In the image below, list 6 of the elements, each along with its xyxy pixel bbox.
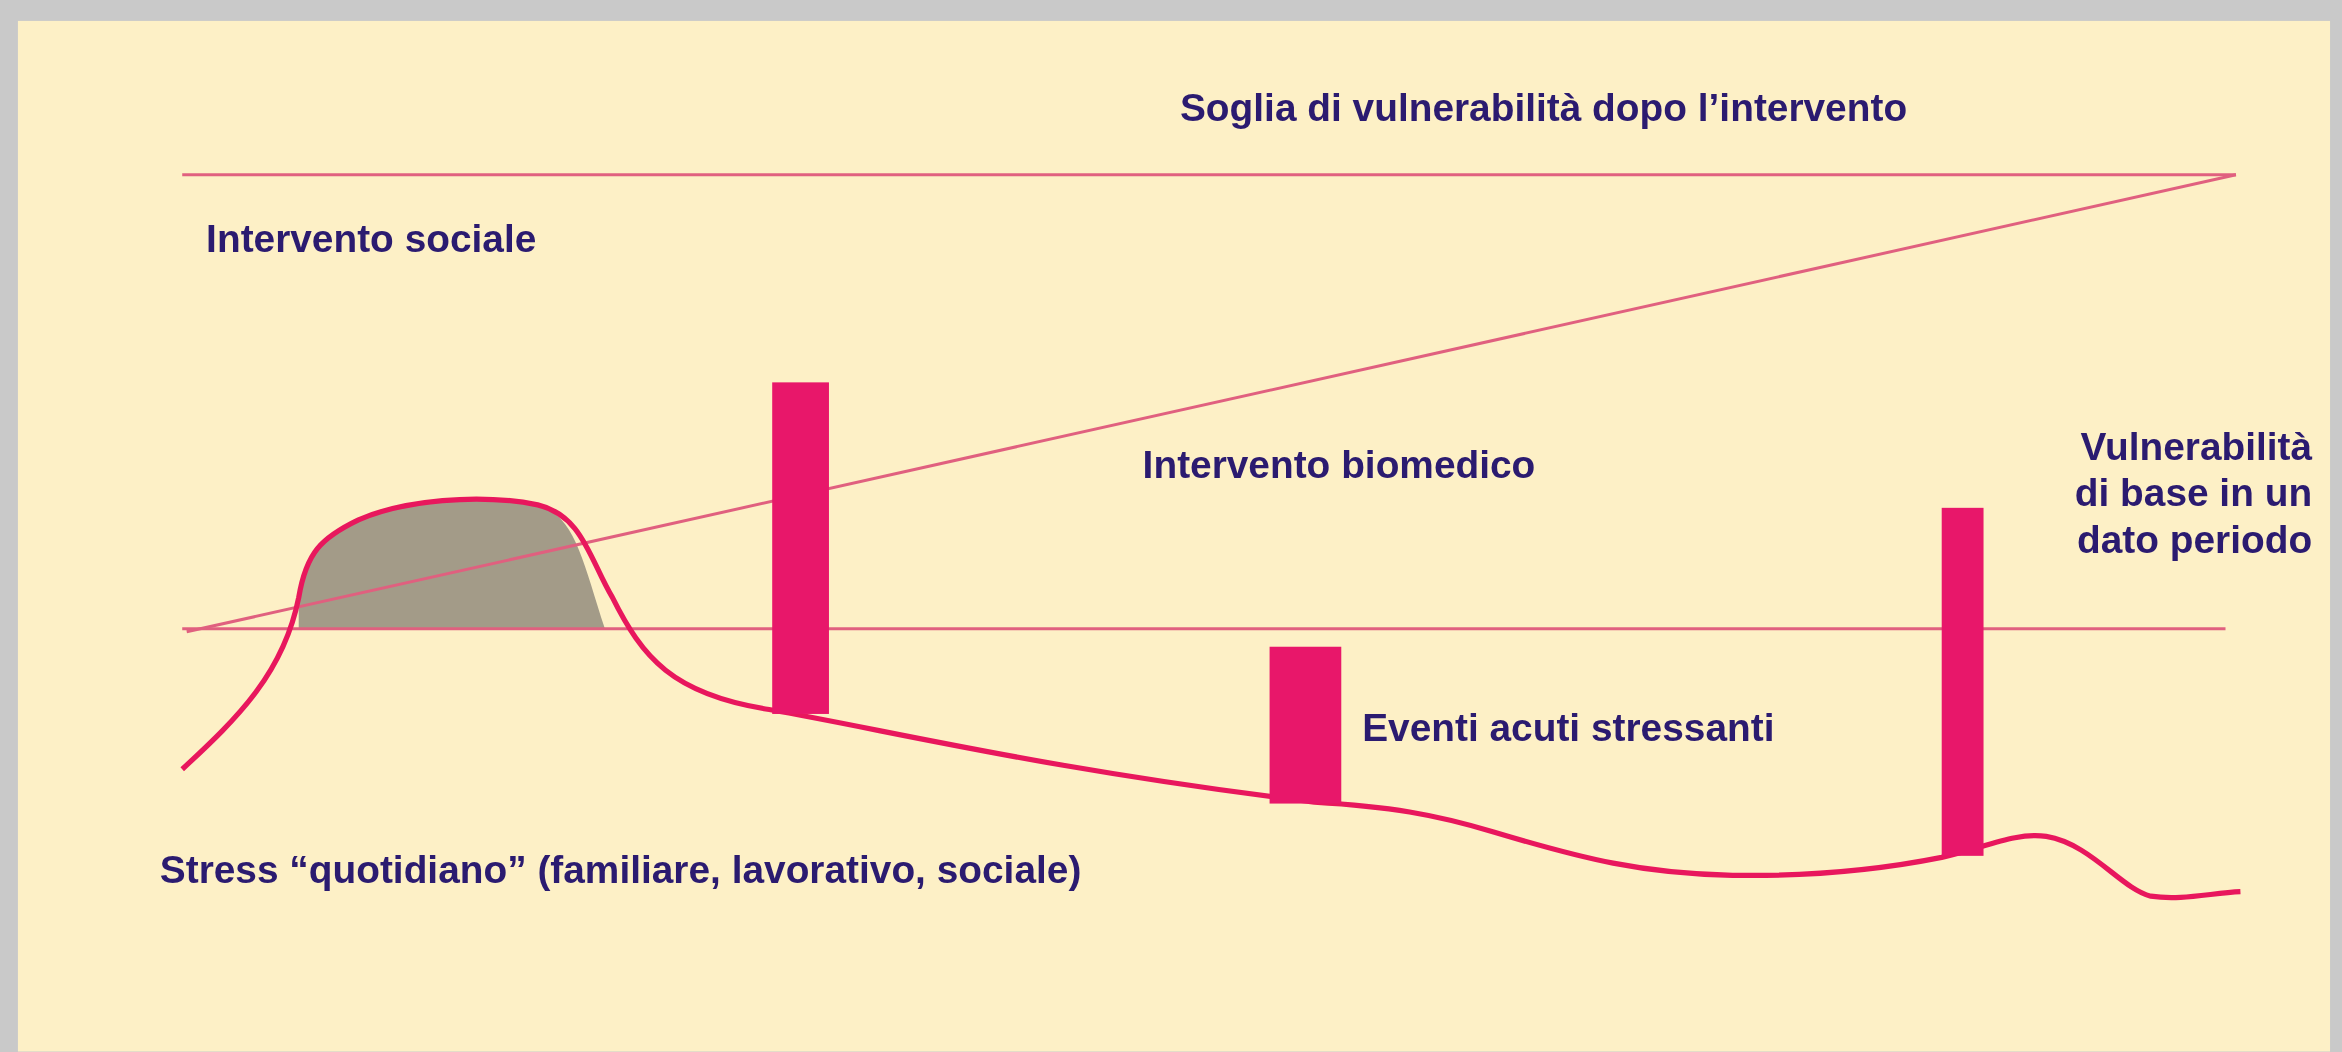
- threshold-label: Soglia di vulnerabilità dopo l’intervento: [1179, 85, 1908, 132]
- vulnerability-label: Vulnerabilità di base in un dato periodo: [2073, 424, 2313, 564]
- intervention-label: Intervento sociale: [206, 216, 537, 263]
- stress-label: Stress “quotidiano” (familiare, lavorativo, sociale): [159, 846, 1082, 894]
- event-label: Eventi acuti stressanti: [1362, 705, 1775, 752]
- intervention-label: Intervento biomedico: [1142, 442, 1536, 489]
